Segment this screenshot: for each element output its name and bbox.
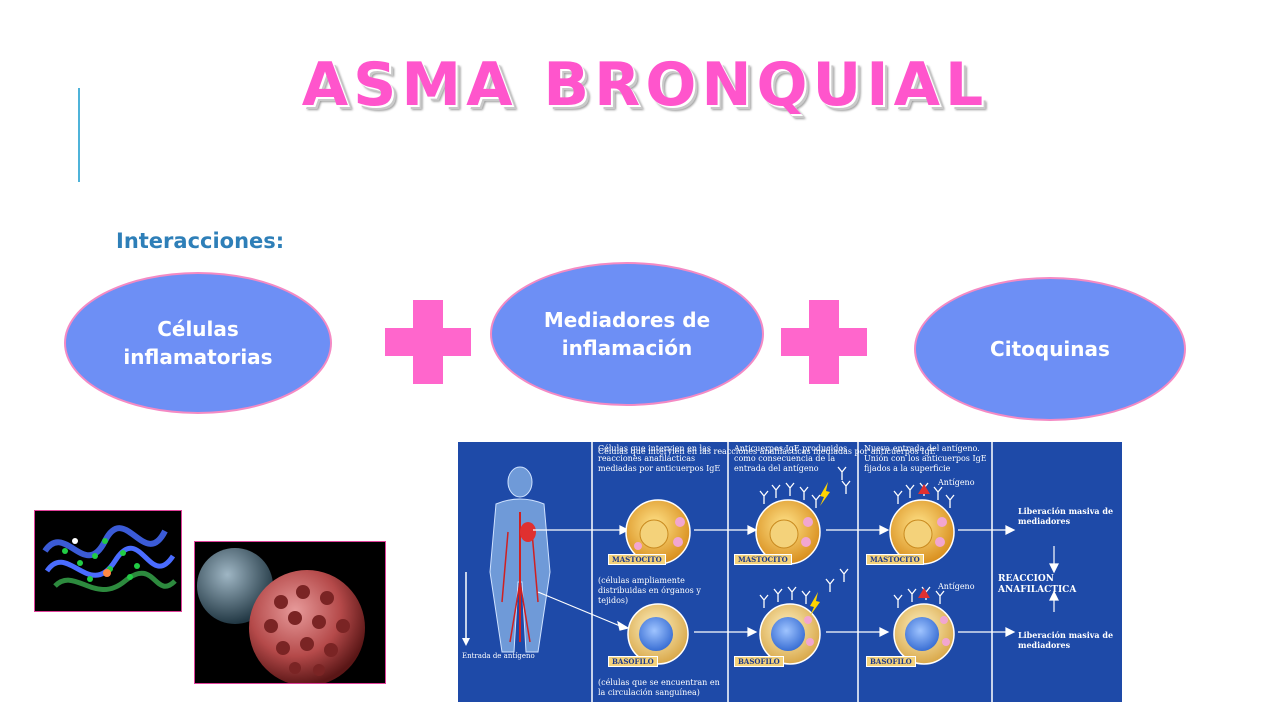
slide-title: ASMA BRONQUIAL xyxy=(301,50,989,120)
antigen-label: Antígeno xyxy=(938,478,975,487)
reaction-label: REACCION ANAFILACTICA xyxy=(998,574,1077,595)
svg-text:Entrada de antígeno: Entrada de antígeno xyxy=(462,652,535,660)
release-top-label: Liberación masiva de mediadores xyxy=(1018,506,1114,526)
column-2-header: Anticuerpos IgE producidos como consecue… xyxy=(734,444,848,473)
plus-icon xyxy=(385,300,471,384)
oval-label: Mediadores de inflamación xyxy=(543,308,711,360)
cell-label: MASTOCITO xyxy=(866,554,924,565)
cell-label: MASTOCITO xyxy=(734,554,792,565)
accent-bar xyxy=(78,88,80,182)
column-3-header: Nueva entrada del antígeno. Unión con lo… xyxy=(864,444,987,473)
svg-text:Células que intervien en las r: Células que intervien en las reacciones … xyxy=(598,447,936,456)
oval-label: Citoquinas xyxy=(990,337,1110,361)
antigen-label: Antígeno xyxy=(938,582,975,591)
cell-label: MASTOCITO xyxy=(608,554,666,565)
column-1-header: Células que intervien en las reacciones … xyxy=(598,444,721,473)
human-body-illustration xyxy=(462,466,551,653)
anaphylaxis-figure: Entrada de antígeno Células que intervie… xyxy=(458,442,1122,702)
basofilo-note: (células que se encuentran en la circula… xyxy=(598,678,720,697)
protein-structure-image xyxy=(34,510,182,612)
cell-label: BASOFILO xyxy=(866,656,916,667)
oval-label: Células inflamatorias xyxy=(123,317,273,369)
cell-label: BASOFILO xyxy=(608,656,658,667)
oval-inflammatory-cells: Células inflamatorias xyxy=(64,272,332,414)
virus-cell-image xyxy=(194,541,386,684)
mastocito-note: (células ampliamente distribuidas en órg… xyxy=(598,576,701,605)
plus-icon xyxy=(781,300,867,384)
oval-cytokines: Citoquinas xyxy=(914,277,1186,421)
interactions-heading: Interacciones: xyxy=(116,229,285,253)
cell-label: BASOFILO xyxy=(734,656,784,667)
oval-mediators: Mediadores de inflamación xyxy=(490,262,764,406)
release-bottom-label: Liberación masiva de mediadores xyxy=(1018,630,1114,650)
